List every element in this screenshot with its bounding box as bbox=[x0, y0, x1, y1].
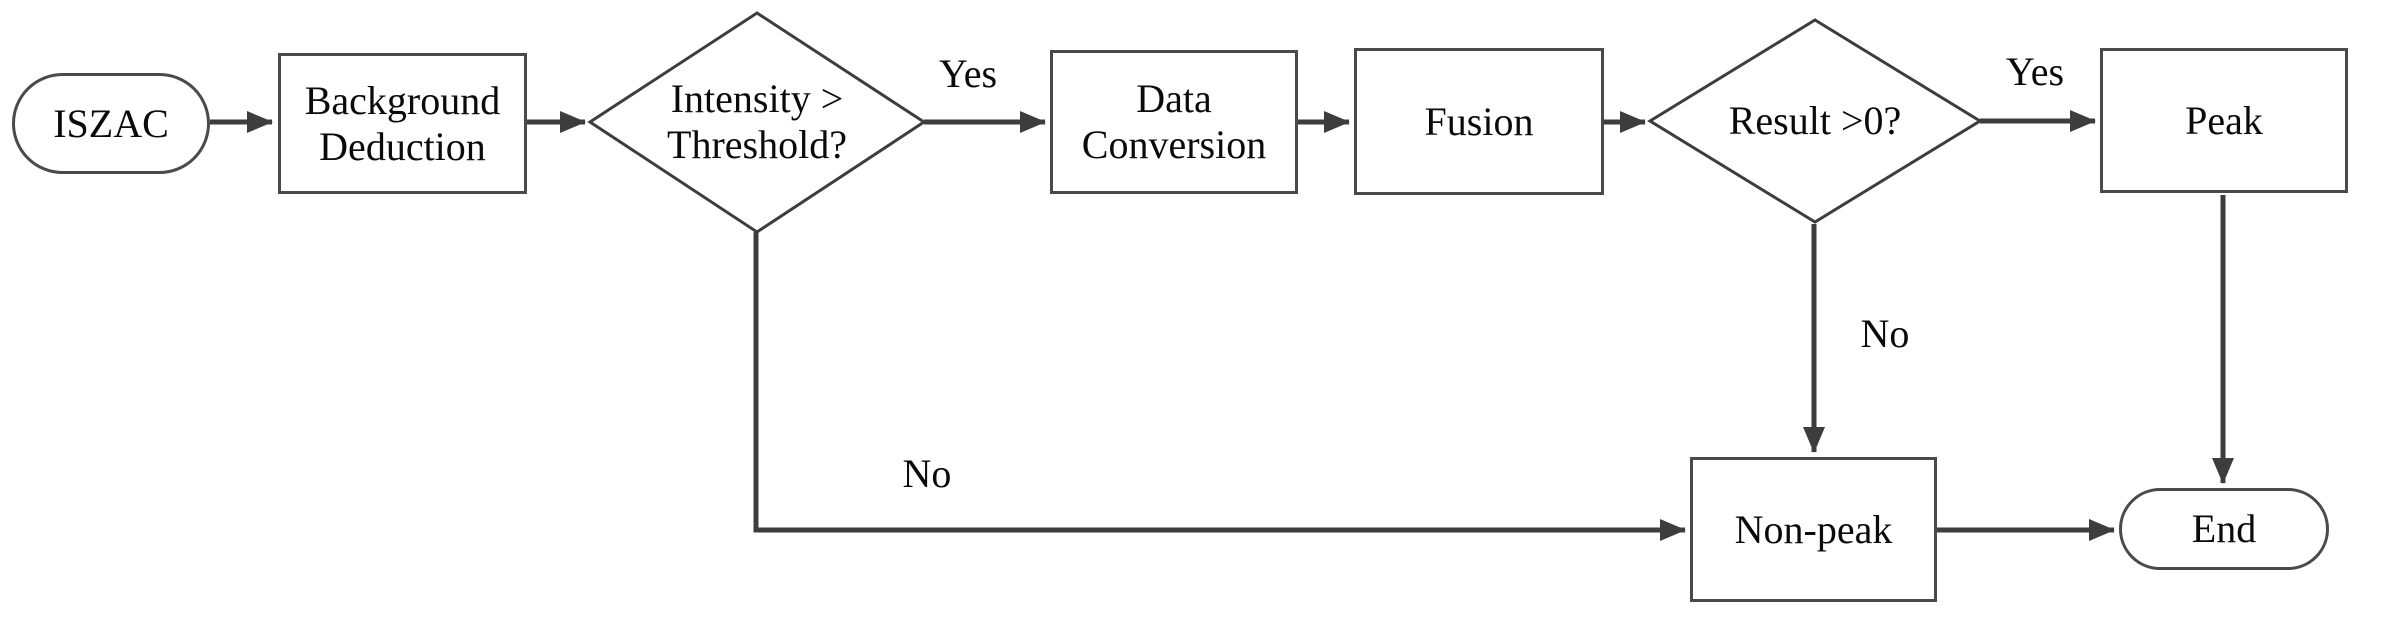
threshold-decision-shape bbox=[587, 11, 927, 234]
edge-label-threshold-yes: Yes bbox=[938, 51, 998, 96]
edge-label-threshold-no: No bbox=[902, 451, 952, 496]
edge-threshold-no-to-nonpeak bbox=[753, 232, 1686, 541]
fusion-node: Fusion bbox=[1354, 48, 1604, 195]
edge-label-result-yes: Yes bbox=[2005, 49, 2065, 94]
threshold-decision-label: Intensity > Threshold? bbox=[667, 76, 847, 167]
start-node: ISZAC bbox=[12, 73, 210, 174]
result-decision-label: Result >0? bbox=[1728, 98, 1902, 143]
end-node: End bbox=[2119, 488, 2329, 570]
result-decision-shape bbox=[1647, 18, 1983, 224]
edge-label-result-no: No bbox=[1860, 311, 1910, 356]
background-deduction-node: Background Deduction bbox=[278, 53, 527, 194]
data-conversion-node: Data Conversion bbox=[1050, 50, 1298, 194]
peak-node: Peak bbox=[2100, 48, 2348, 193]
non-peak-node: Non-peak bbox=[1690, 457, 1937, 602]
